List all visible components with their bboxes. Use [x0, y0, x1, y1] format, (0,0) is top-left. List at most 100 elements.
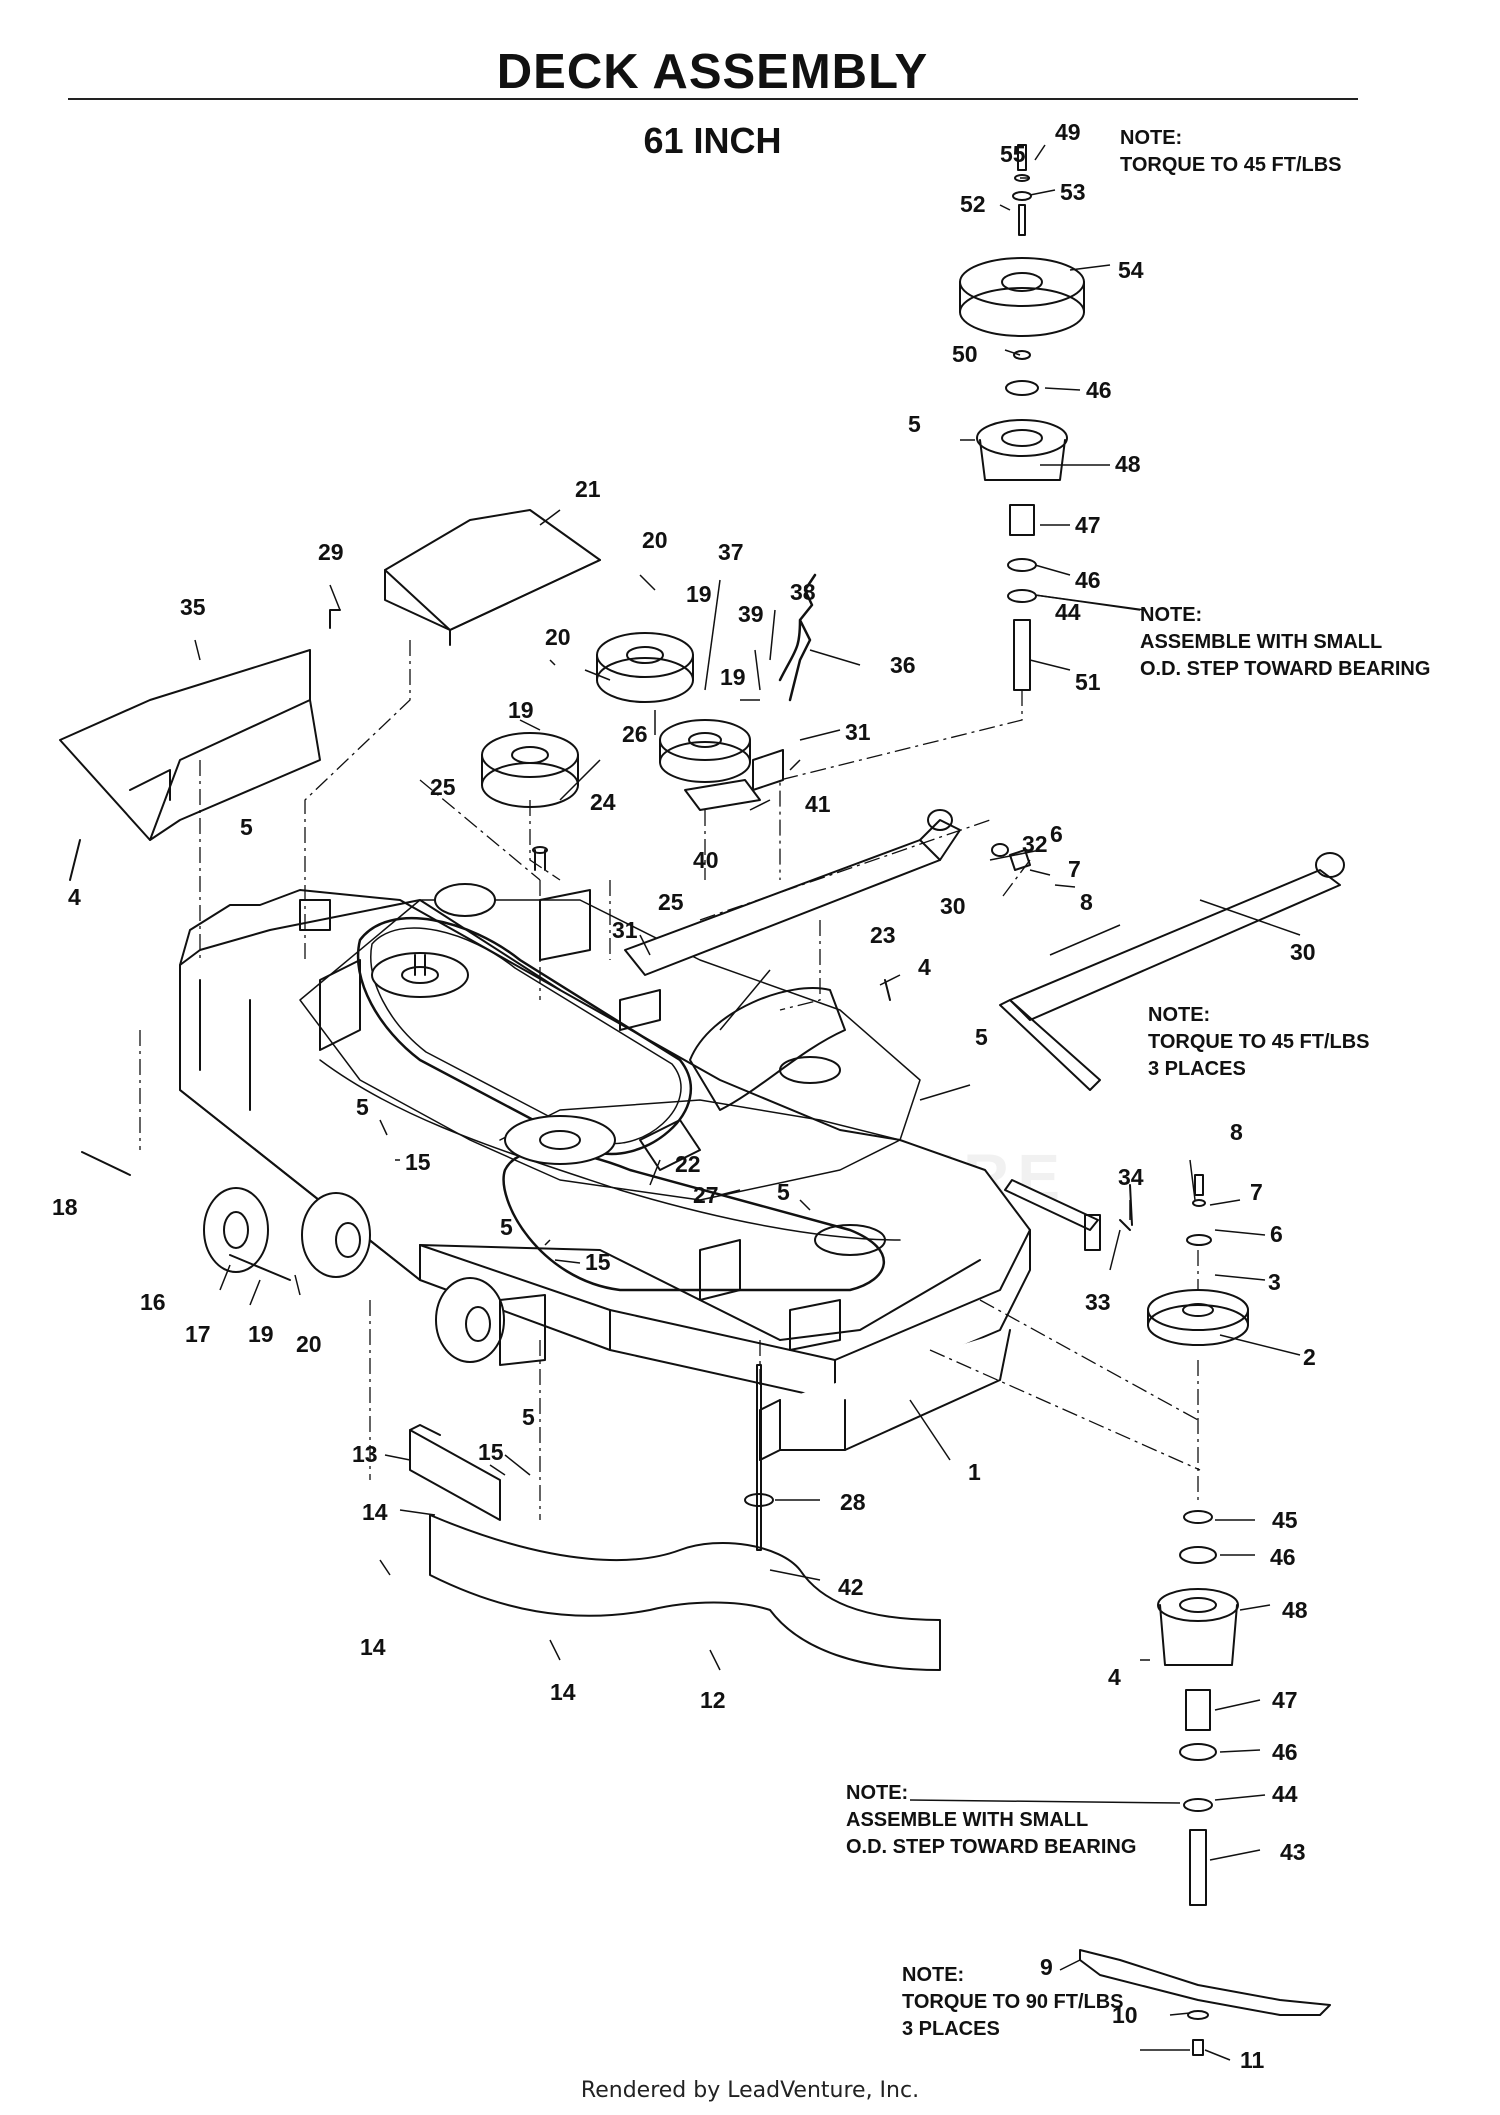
idler-pulley-2-stack	[1147, 1174, 1249, 1346]
callout: 55	[1000, 141, 1026, 167]
callout: 15	[405, 1149, 431, 1175]
callout: 7	[1250, 1179, 1263, 1205]
note-upper-bearing-assembly: NOTE: ASSEMBLE WITH SMALL O.D. STEP TOWA…	[1140, 604, 1431, 680]
callout: 6	[1270, 1221, 1283, 1247]
callout: 26	[622, 721, 648, 747]
callout: 41	[805, 791, 831, 817]
callout: 5	[777, 1179, 790, 1205]
callout: 16	[140, 1289, 166, 1315]
callout: 48	[1282, 1597, 1308, 1623]
front-link-rod	[1004, 1179, 1101, 1251]
note-idler-torque: NOTE: TORQUE TO 45 FT/LBS 3 PLACES	[1148, 1004, 1370, 1080]
callout: 44	[1055, 599, 1081, 625]
callout: 19	[720, 664, 746, 690]
callout: 23	[870, 922, 896, 948]
callout: 4	[1108, 1664, 1121, 1690]
callout: 43	[1280, 1839, 1306, 1865]
callout: 28	[840, 1489, 866, 1515]
hardware	[69, 609, 1133, 1551]
callout: 14	[550, 1679, 576, 1705]
note-lower-bearing-assembly: NOTE: ASSEMBLE WITH SMALL O.D. STEP TOWA…	[846, 1782, 1137, 1858]
callout: 5	[975, 1024, 988, 1050]
callout: 3	[1268, 1269, 1281, 1295]
callout: 15	[585, 1249, 611, 1275]
callout: 37	[718, 539, 744, 565]
callout: 48	[1115, 451, 1141, 477]
callout: 39	[738, 601, 764, 627]
callout: 14	[360, 1634, 386, 1660]
callout: 35	[180, 594, 206, 620]
callout: 32	[1022, 831, 1048, 857]
callout: 22	[675, 1151, 701, 1177]
callout: 20	[545, 624, 571, 650]
callout: 33	[1085, 1289, 1111, 1315]
callout: 21	[575, 476, 601, 502]
callout: 5	[356, 1094, 369, 1120]
callout: 12	[700, 1687, 726, 1713]
callout: 15	[478, 1439, 504, 1465]
callout: 8	[1080, 889, 1093, 915]
callout: 40	[693, 847, 719, 873]
callout: 47	[1272, 1687, 1298, 1713]
callout: 53	[1060, 179, 1086, 205]
lift-arms	[624, 809, 1345, 1091]
callout: 17	[185, 1321, 211, 1347]
callout: 8	[1230, 1119, 1243, 1145]
footer-credit: Rendered by LeadVenture, Inc.	[580, 2078, 920, 2103]
callout: 29	[318, 539, 344, 565]
callout: 50	[952, 341, 978, 367]
callout: 13	[352, 1441, 378, 1467]
page-subtitle: 61 INCH	[643, 120, 782, 161]
callout: 45	[1272, 1507, 1298, 1533]
callout: 4	[68, 884, 81, 910]
callout: 19	[686, 581, 712, 607]
callout-numbers: 49 55 53 52 54 50 46 5 48 47 46 44 51 21…	[52, 119, 1316, 2073]
callout: 4	[918, 954, 931, 980]
callout: 5	[908, 411, 921, 437]
callout: 5	[500, 1214, 513, 1240]
gauge-wheels	[203, 883, 546, 1366]
callout: 20	[642, 527, 668, 553]
callout: 31	[845, 719, 871, 745]
callout: 6	[1050, 821, 1063, 847]
callout: 10	[1112, 2002, 1138, 2028]
title-underline	[68, 98, 1358, 100]
page-title: DECK ASSEMBLY	[496, 45, 929, 99]
callout: 46	[1272, 1739, 1298, 1765]
callout: 31	[612, 917, 638, 943]
callout: 2	[1303, 1344, 1316, 1370]
callout: 49	[1055, 119, 1081, 145]
callout: 42	[838, 1574, 864, 1600]
note-blade-torque: NOTE: TORQUE TO 90 FT/LBS 3 PLACES	[902, 1964, 1124, 2040]
callout: 11	[1240, 2047, 1265, 2073]
callout: 27	[693, 1182, 719, 1208]
discharge-deflector-12	[429, 1514, 941, 1671]
callout: 47	[1075, 512, 1101, 538]
tension-spring	[778, 573, 817, 702]
chute-bracket-13	[409, 1424, 501, 1521]
callout: 18	[52, 1194, 78, 1220]
callout: 14	[362, 1499, 388, 1525]
callout: 20	[296, 1331, 322, 1357]
callout: 34	[1118, 1164, 1144, 1190]
callout: 44	[1272, 1781, 1298, 1807]
callout: 5	[522, 1404, 535, 1430]
callout: 51	[1075, 669, 1101, 695]
callout: 46	[1270, 1544, 1296, 1570]
idler-pulleys	[481, 632, 784, 871]
callout: 19	[508, 697, 534, 723]
upper-spindle-stack	[959, 144, 1085, 691]
deck-pulleys	[371, 952, 886, 1256]
callout: 24	[590, 789, 616, 815]
callout: 36	[890, 652, 916, 678]
callout: 52	[960, 191, 986, 217]
callout: 30	[940, 893, 966, 919]
callout: 46	[1086, 377, 1112, 403]
leader-lines	[194, 144, 1301, 2061]
lower-spindle-stack	[1079, 1510, 1331, 2056]
callout: 30	[1290, 939, 1316, 965]
belt-cover-21	[384, 509, 601, 646]
callout: 54	[1118, 257, 1144, 283]
callout: 1	[968, 1459, 981, 1485]
